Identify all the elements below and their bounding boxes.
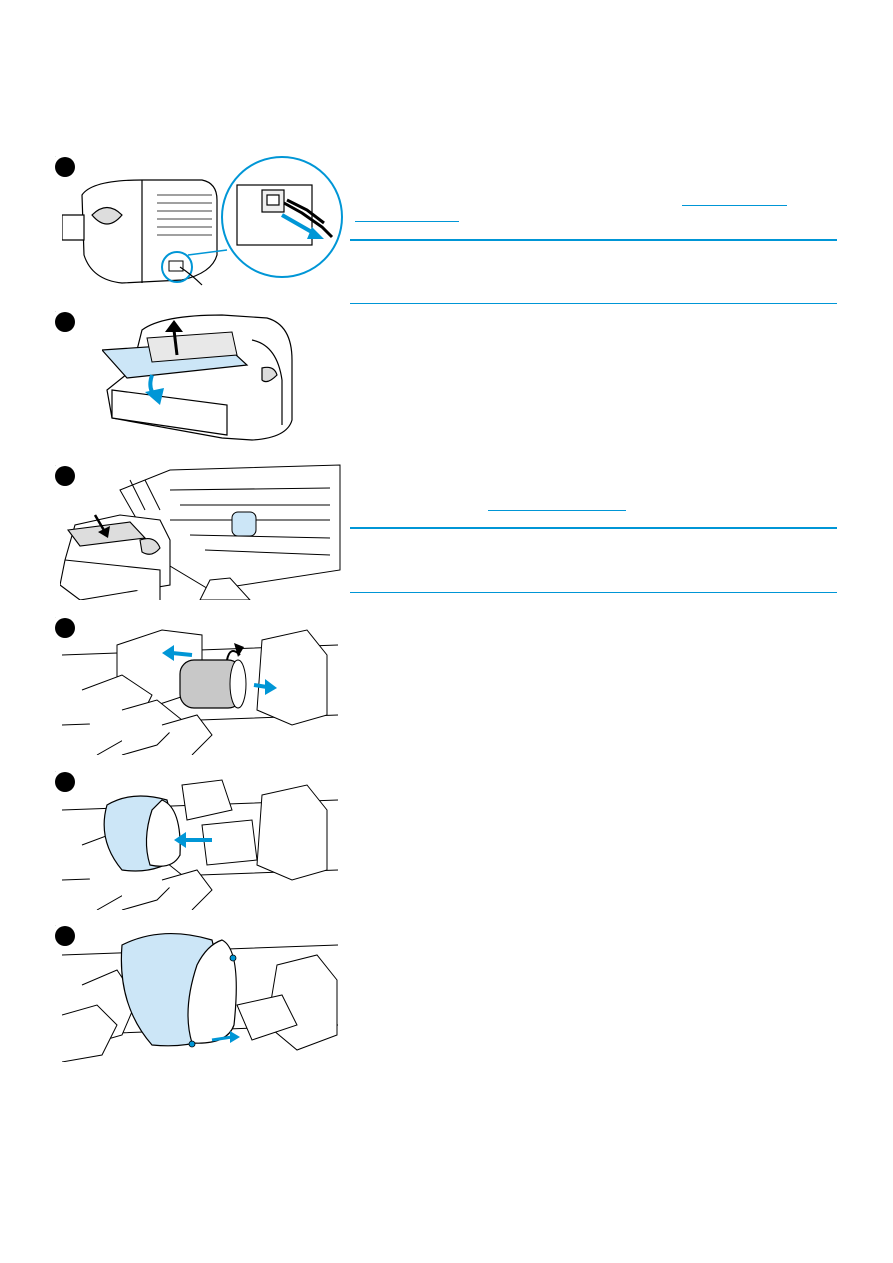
link-underline[interactable] <box>488 510 626 511</box>
step-number-4: 4 <box>55 618 75 638</box>
divider <box>350 239 837 241</box>
divider <box>350 303 837 304</box>
link-underline[interactable] <box>355 221 459 222</box>
remove-roller-icon <box>62 629 338 755</box>
step-number-6: 6 <box>55 926 75 946</box>
divider <box>350 592 837 593</box>
divider <box>350 527 837 529</box>
link-underline[interactable] <box>682 205 787 206</box>
printer-open-door-icon <box>102 314 293 441</box>
printer-rear-power-cable-icon <box>62 156 343 286</box>
step-number-1: 1 <box>55 157 75 177</box>
seat-roller-icon <box>62 933 338 1062</box>
step-number-2: 2 <box>55 312 75 332</box>
step-number-5: 5 <box>55 772 75 792</box>
step-number-3: 3 <box>55 466 75 486</box>
insert-roller-icon <box>62 779 338 910</box>
pickup-roller-location-icon <box>60 464 341 600</box>
